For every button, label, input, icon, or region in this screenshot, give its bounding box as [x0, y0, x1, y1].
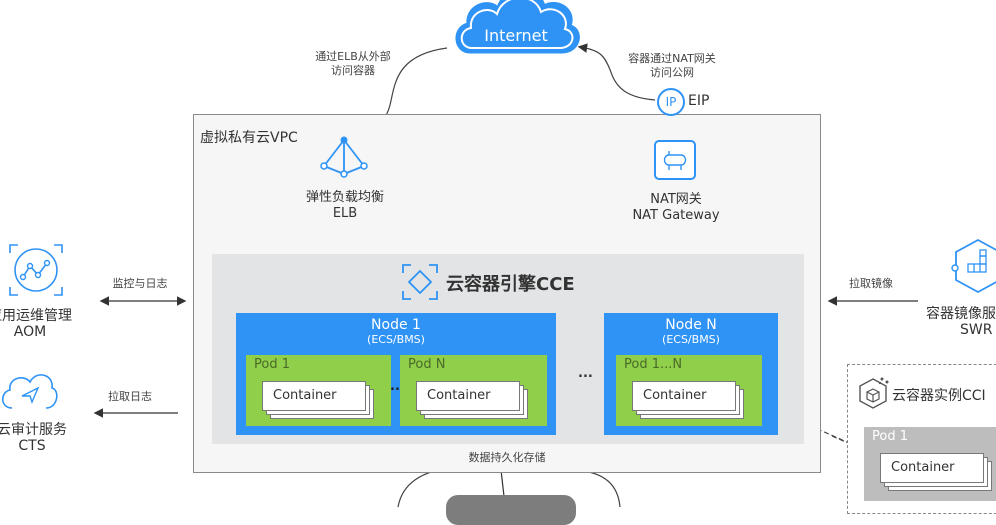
cce-title: 云容器引擎CCE — [446, 274, 575, 295]
node-ellipsis: ... — [578, 366, 593, 381]
cloud-icon — [455, 0, 580, 54]
cci-pod: Pod 1 Container — [864, 427, 996, 501]
persist-label: 数据持久化存储 — [468, 451, 546, 464]
node-subtitle: (ECS/BMS) — [367, 333, 425, 346]
nat-gateway-icon — [654, 140, 696, 180]
cci-link-arrow-2 — [831, 435, 860, 449]
elb-icon — [320, 136, 368, 178]
nat-access-curve — [577, 43, 656, 101]
swr-icon — [951, 238, 996, 294]
container: Container — [262, 381, 366, 411]
cci-icon — [859, 377, 889, 409]
node-title: Node N — [665, 317, 717, 333]
node-title: Node 1 — [371, 317, 421, 333]
elb-access-label: 通过ELB从外部 访问容器 — [315, 50, 391, 77]
swr-label: 容器镜像服务 SWR — [926, 306, 996, 338]
nat-access-label: 容器通过NAT网关 访问公网 — [628, 52, 716, 79]
cts-label: 云审计服务 CTS — [0, 422, 67, 454]
pod: Pod 1...N Container — [616, 355, 762, 426]
container: Container — [632, 381, 736, 411]
container: Container — [880, 453, 984, 483]
eip-icon: IP — [657, 88, 685, 116]
eip-node: IP EIP — [657, 88, 727, 118]
aom-icon — [9, 244, 63, 296]
internet-node: Internet — [448, 0, 584, 54]
nat-label: NAT网关 NAT Gateway — [632, 192, 720, 223]
pull-image-label: 拉取镜像 — [849, 277, 893, 290]
cce-icon — [402, 264, 438, 300]
elb-label: 弹性负载均衡 ELB — [305, 190, 384, 221]
node-subtitle: (ECS/BMS) — [662, 333, 720, 346]
cci-title: 云容器实例CCI — [892, 388, 986, 404]
monitor-label: 监控与日志 — [112, 277, 168, 290]
pull-logs-label: 拉取日志 — [108, 390, 152, 403]
cts-icon — [1, 374, 58, 409]
storage-node — [446, 495, 576, 525]
aom-label: 应用运维管理 AOM — [0, 308, 72, 340]
internet-label: Internet — [484, 26, 548, 45]
vpc-title: 虚拟私有云VPC — [200, 130, 298, 146]
container: Container — [416, 381, 520, 411]
eip-label: EIP — [688, 93, 710, 109]
cci-container: 云容器实例CCI Pod 1 Container — [847, 364, 996, 514]
node-n: Node N (ECS/BMS) Pod 1...N Container — [604, 313, 778, 435]
node-1: Node 1 (ECS/BMS) Pod 1 Container ... Pod… — [236, 313, 556, 435]
pod: Pod 1 Container — [246, 355, 391, 426]
persist-curve-right — [574, 469, 621, 508]
pod: Pod N Container — [400, 355, 547, 426]
